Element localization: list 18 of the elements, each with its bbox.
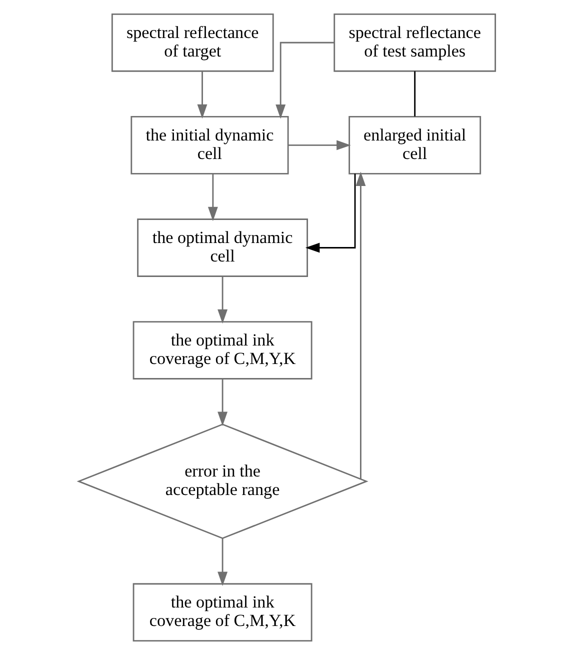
node-box: spectral reflectance of test samples — [333, 13, 496, 72]
node-box: the optimal ink coverage of C,M,Y,K — [132, 583, 312, 642]
node-diamond: error in the acceptable range — [76, 424, 368, 540]
arrow — [355, 172, 366, 479]
arrow — [196, 71, 207, 119]
arrow — [275, 42, 334, 119]
node-box: the optimal ink coverage of C,M,Y,K — [132, 321, 312, 380]
arrow — [217, 379, 228, 426]
node-box: spectral reflectance of target — [110, 13, 274, 72]
node-box: the optimal dynamic cell — [136, 218, 308, 277]
node-box: the initial dynamic cell — [130, 116, 288, 174]
connector — [414, 71, 416, 116]
arrow — [217, 538, 228, 586]
arrow — [207, 174, 218, 222]
arrow — [288, 140, 350, 150]
node-box: enlarged initial cell — [348, 116, 481, 174]
arrow — [304, 174, 356, 253]
arrow — [217, 276, 228, 324]
